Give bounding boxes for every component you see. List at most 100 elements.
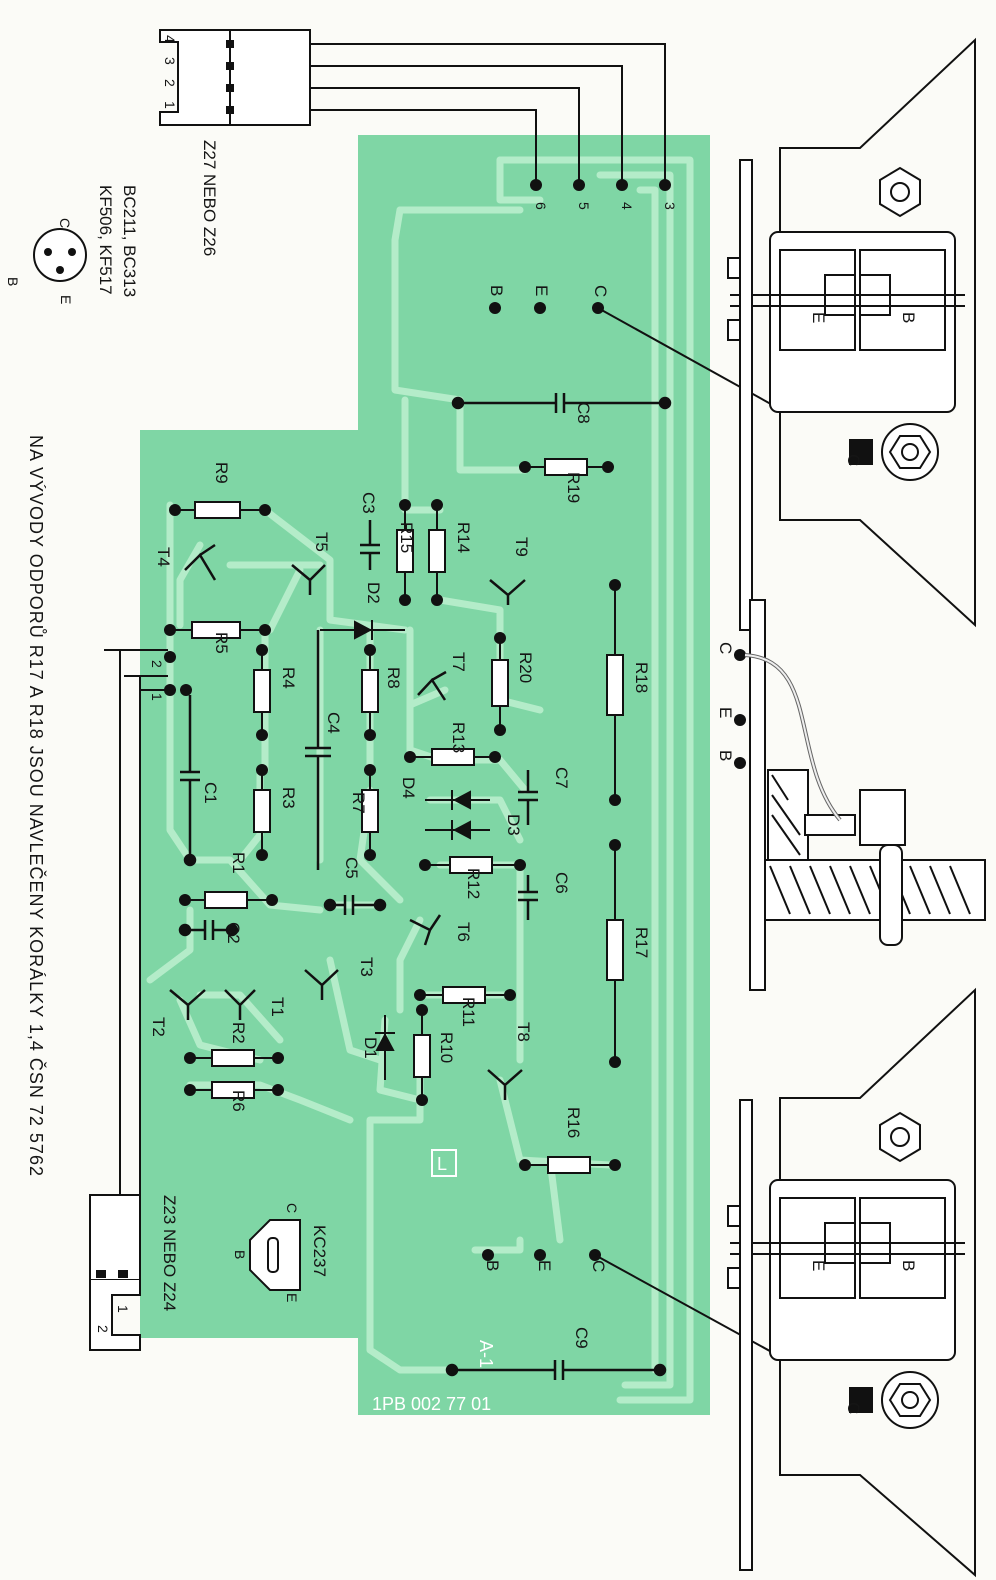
view-side-e: E	[716, 707, 735, 718]
label-c9: C9	[572, 1327, 591, 1349]
label-r4: R4	[279, 667, 298, 689]
kc237-pin-b: B	[232, 1250, 248, 1259]
connector-z27: 4 3 2 1 Z27 NEBO Z26	[159, 29, 311, 256]
view-top-e: E	[809, 312, 828, 323]
label-r10: R10	[437, 1032, 456, 1063]
z27-name: Z27 NEBO Z26	[200, 140, 219, 256]
board-pad-2: 2	[149, 660, 165, 668]
label-c1: C1	[201, 782, 220, 804]
transistor-pinout-bc211: C E B BC211, BC313 KF506, KF517	[5, 185, 139, 304]
label-r3: R3	[279, 787, 298, 809]
pinout-c: C	[57, 218, 73, 228]
label-t9: T9	[512, 537, 531, 557]
label-r16: R16	[564, 1107, 583, 1138]
board-code: 1PB 002 77 01	[372, 1394, 491, 1414]
label-t3: T3	[357, 957, 376, 977]
kc237-name: KC237	[310, 1225, 329, 1277]
label-r11: R11	[459, 997, 478, 1027]
z23-pin-2: 2	[95, 1325, 111, 1333]
label-r19: R19	[564, 472, 583, 503]
z27-pin-1: 1	[162, 101, 178, 109]
label-d1: D1	[361, 1037, 380, 1059]
transistors	[169, 543, 526, 1100]
label-c8: C8	[574, 402, 593, 424]
diodes	[320, 620, 490, 1080]
label-t2: T2	[149, 1017, 168, 1037]
view-bottom-e: E	[809, 1260, 828, 1271]
pad-label-5: 5	[576, 202, 592, 210]
label-c7: C7	[552, 767, 571, 789]
capacitors	[178, 393, 672, 1380]
label-r5: R5	[212, 632, 231, 654]
label-r18: R18	[632, 662, 651, 693]
power-transistor-view-side: C E B	[716, 599, 986, 991]
label-c6: C6	[552, 872, 571, 894]
label-t1: T1	[268, 997, 287, 1017]
label-d3: D3	[504, 814, 523, 836]
label-r6: R6	[229, 1090, 248, 1112]
z27-pin-3: 3	[162, 57, 178, 65]
label-r20: R20	[516, 652, 535, 683]
label-t4: T4	[154, 547, 173, 567]
view-bottom-b: B	[899, 1260, 918, 1271]
view-top-b: B	[899, 312, 918, 323]
view-top-c: C	[844, 454, 863, 466]
power-transistor-view-bottom: E B C	[727, 987, 976, 1578]
view-side-b: B	[716, 750, 735, 761]
z23-name: Z23 NEBO Z24	[160, 1195, 179, 1311]
pad-label-3: 3	[662, 202, 678, 210]
pcb-board	[140, 135, 710, 1415]
label-r1: R1	[229, 852, 248, 874]
pp-top-b: B	[487, 285, 506, 296]
pp-bot-c: C	[589, 1260, 608, 1272]
board-module-label: A-1	[476, 1340, 496, 1368]
connector-z23: 1 2 Z23 NEBO Z24 2 1	[89, 649, 192, 1351]
label-c3: C3	[359, 492, 378, 514]
power-pins-top: B E C	[487, 285, 851, 449]
assembly-note: NA VÝVODY ODPORŮ R17 A R18 JSOU NAVLEČEN…	[26, 435, 47, 1177]
label-c2: C2	[224, 922, 243, 944]
pp-bot-e: E	[535, 1260, 554, 1271]
kc237-pin-e: E	[284, 1293, 300, 1302]
pinout-types-line2: KF506, KF517	[96, 185, 115, 295]
pp-top-e: E	[532, 285, 551, 296]
resistors	[164, 458, 624, 1174]
label-t6: T6	[454, 922, 473, 942]
label-t7: T7	[449, 652, 468, 672]
component-labels: R9 R5 R4 R3 R8 R7 R15 R14 R19 R20 R18 R1…	[149, 402, 651, 1349]
z27-pin-4: 4	[162, 35, 178, 43]
label-d4: D4	[399, 777, 418, 799]
label-r7: R7	[349, 792, 368, 814]
pinout-types-line1: BC211, BC313	[120, 185, 139, 297]
label-r9: R9	[212, 462, 231, 484]
label-t8: T8	[514, 1022, 533, 1042]
kc237-pin-c: C	[284, 1203, 300, 1213]
view-side-c: C	[716, 642, 735, 654]
label-c4: C4	[324, 712, 343, 734]
board-pad-1: 1	[149, 693, 165, 701]
label-r8: R8	[384, 667, 403, 689]
connector-wires-top	[232, 43, 666, 185]
view-bottom-c: C	[844, 1402, 863, 1414]
pinout-e: E	[58, 295, 74, 304]
label-r14: R14	[454, 522, 473, 553]
label-r13: R13	[449, 722, 468, 753]
label-r15: R15	[397, 522, 416, 553]
board-corner-mark: L	[437, 1154, 447, 1174]
pp-top-c: C	[591, 285, 610, 297]
z27-pin-2: 2	[162, 79, 178, 87]
label-c5: C5	[342, 857, 361, 879]
label-r17: R17	[632, 927, 651, 958]
label-r12: R12	[464, 868, 483, 899]
pad-label-6: 6	[533, 202, 549, 210]
power-transistor-view-top: E B C	[727, 37, 976, 631]
transistor-pinout-kc237: KC237 C E B	[232, 1203, 329, 1302]
label-r2: R2	[229, 1022, 248, 1044]
z23-pin-1: 1	[115, 1305, 131, 1313]
pad-label-4: 4	[619, 202, 635, 210]
pp-bot-b: B	[483, 1260, 502, 1271]
label-d2: D2	[364, 582, 383, 604]
board-corner-mark-box	[431, 1149, 457, 1177]
